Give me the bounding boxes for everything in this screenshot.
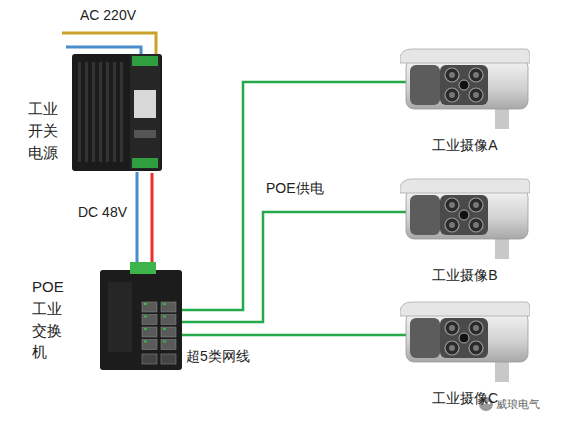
cam-illustration [400,175,530,260]
poe-cable [182,82,406,310]
poe-switch-node: POE工业交换机 [100,262,182,370]
cam-illustration [400,298,530,383]
ac-live-wire [62,33,156,54]
camera-node: 工业摄像B [400,175,530,260]
node-label: POE工业交换机 [32,276,65,363]
annotation: DC 48V [78,204,127,220]
cam-illustration [400,45,530,130]
ac-neutral-wire [66,47,141,54]
switch-illustration [100,262,182,370]
annotation: POE供电 [266,180,324,198]
watermark: 威琅电气 [496,397,540,412]
node-label: 工业摄像B [400,267,530,285]
annotation: 超5类网线 [186,348,250,366]
power-supply-node: 工业开关电源 [72,50,162,173]
dc-negative-wire [136,172,139,263]
annotation: AC 220V [80,7,136,23]
poe-cable [182,334,406,337]
node-label: 工业开关电源 [28,98,61,163]
poe-cable [182,212,406,322]
dc-power-wire [151,173,154,262]
psu-illustration [72,50,162,173]
node-label: 工业摄像A [400,137,530,155]
camera-node: 工业摄像A [400,45,530,130]
camera-node: 工业摄像C [400,298,530,383]
